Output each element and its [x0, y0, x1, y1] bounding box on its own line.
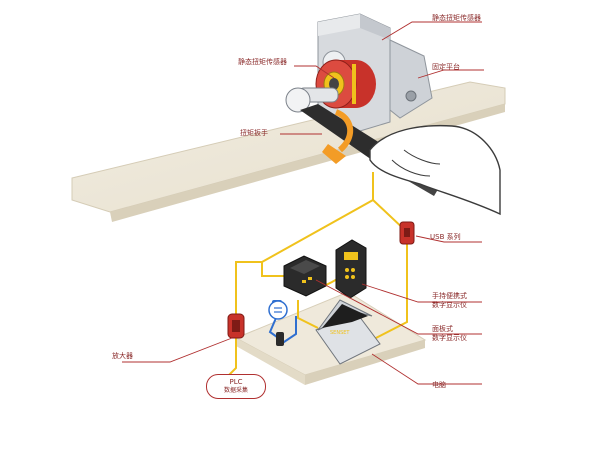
label-static-sensor-top: 静态扭矩传感器 — [432, 14, 481, 22]
plc-data-acquisition: PLC 数据采集 — [206, 374, 266, 399]
panel-display — [283, 255, 327, 297]
plc-subtitle: 数据采集 — [223, 387, 248, 394]
rotation-arrow — [322, 109, 353, 164]
label-torque-wrench: 扭矩扳手 — [240, 129, 268, 137]
plug-device — [268, 300, 288, 346]
laptop — [315, 299, 381, 365]
label-panel-display: 面板式 数字显示仪 — [432, 325, 467, 342]
label-static-sensor-left: 静态扭矩传感器 — [238, 58, 287, 66]
usb-device — [399, 221, 415, 245]
gloved-hand — [369, 124, 501, 216]
handheld-display — [335, 239, 367, 299]
leader-lines — [122, 21, 484, 385]
plc-title: PLC — [229, 378, 243, 386]
label-amplifier: 放大器 — [112, 352, 133, 360]
label-fixed-platform: 固定平台 — [432, 63, 460, 71]
laptop-brand: SENSET — [330, 330, 350, 336]
static-torque-sensor — [315, 59, 376, 109]
amplifier — [227, 313, 245, 339]
label-usb-series: USB 系列 — [430, 233, 461, 241]
label-computer: 电脑 — [432, 381, 446, 389]
label-handheld-display: 手持便携式 数字显示仪 — [432, 292, 467, 309]
